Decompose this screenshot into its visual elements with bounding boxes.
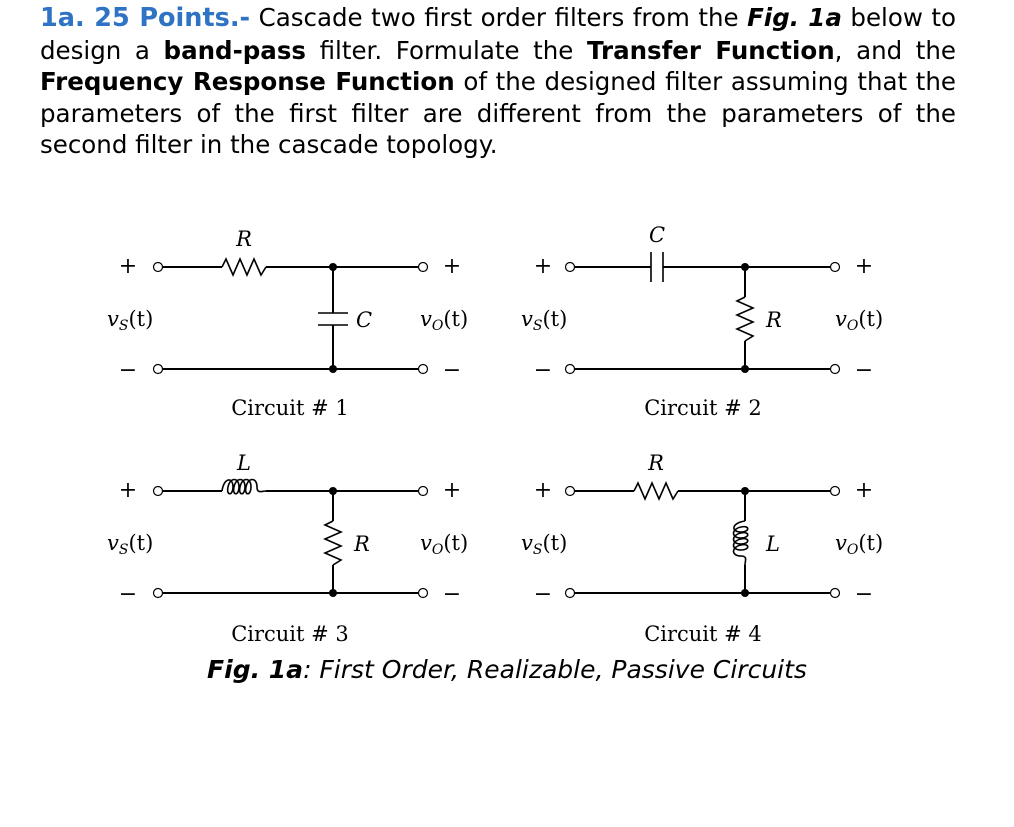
circuit-1: R C + − + − vS(t) vO(t) Circuit # 1 <box>107 227 468 420</box>
term-frequency-response: Frequency Response Function <box>40 67 455 96</box>
circuit-2: C R + − + − vS(t) vO(t) Circuit # 2 <box>521 223 883 420</box>
input-minus-terminal <box>564 587 576 599</box>
circuit-caption: Circuit # 2 <box>644 396 762 420</box>
output-plus-terminal <box>829 485 841 497</box>
output-plus-sign: + <box>855 478 873 503</box>
inductor-symbol <box>732 520 749 566</box>
output-plus-terminal <box>829 261 841 273</box>
output-plus-sign: + <box>443 254 461 279</box>
problem-text-5: of the designed filter assuming that the… <box>40 67 957 159</box>
problem-text-4: , and the <box>834 35 956 65</box>
output-minus-sign: − <box>443 582 461 607</box>
term-transfer-function: Transfer Function <box>586 35 835 65</box>
input-minus-terminal <box>564 363 576 375</box>
output-minus-sign: − <box>443 358 461 383</box>
series-label: R <box>647 451 664 475</box>
inductor-symbol <box>221 478 267 495</box>
input-plus-sign: + <box>119 254 137 279</box>
resistor-symbol <box>735 296 755 342</box>
input-minus-terminal <box>152 363 164 375</box>
circuit-caption: Circuit # 1 <box>231 396 349 420</box>
circuit-caption: Circuit # 4 <box>644 622 762 646</box>
input-voltage-label: vS(t) <box>521 531 567 558</box>
input-plus-terminal <box>564 261 576 273</box>
output-voltage-label: vO(t) <box>835 531 883 558</box>
input-plus-sign: + <box>534 254 552 279</box>
input-plus-sign: + <box>119 478 137 503</box>
series-label: L <box>236 451 251 475</box>
series-label: R <box>235 227 252 251</box>
term-band-pass: band-pass <box>163 35 306 65</box>
shunt-label: L <box>765 532 780 556</box>
circuit-3: L R + − + − vS(t) vO(t) Circuit # 3 <box>107 451 468 646</box>
resistor-symbol <box>221 257 267 277</box>
output-minus-terminal <box>829 587 841 599</box>
circuit-4: R L + − + − vS(t) vO(t) Circuit # 4 <box>521 451 883 646</box>
resistor-symbol <box>633 481 679 501</box>
output-voltage-label: vO(t) <box>835 307 883 334</box>
output-minus-terminal <box>829 363 841 375</box>
problem-text-2: below to design a <box>40 3 956 65</box>
output-plus-terminal <box>417 261 429 273</box>
input-minus-sign: − <box>119 582 137 607</box>
input-voltage-label: vS(t) <box>107 307 153 334</box>
output-plus-sign: + <box>443 478 461 503</box>
shunt-label: R <box>353 532 370 556</box>
shunt-label: R <box>765 308 782 332</box>
problem-text-3: filter. Formulate the <box>306 35 587 65</box>
problem-statement: 1a. 25 Points.- Cascade two first order … <box>40 2 956 161</box>
output-voltage-label: vO(t) <box>420 307 468 334</box>
input-plus-terminal <box>152 485 164 497</box>
output-minus-sign: − <box>855 582 873 607</box>
figure-caption: Fig. 1a: First Order, Realizable, Passiv… <box>0 655 1014 684</box>
problem-heading: 1a. 25 Points.- <box>40 3 251 33</box>
output-plus-terminal <box>417 485 429 497</box>
problem-text-1: Cascade two first order filters from the <box>250 3 748 32</box>
input-plus-terminal <box>152 261 164 273</box>
capacitor-symbol <box>318 312 348 326</box>
figure-caption-text: : First Order, Realizable, Passive Circu… <box>303 655 807 684</box>
resistor-symbol <box>323 520 343 566</box>
input-voltage-label: vS(t) <box>107 531 153 558</box>
circuit-caption: Circuit # 3 <box>231 622 349 646</box>
input-voltage-label: vS(t) <box>521 307 567 334</box>
shunt-label: C <box>356 308 372 332</box>
input-minus-sign: − <box>534 358 552 383</box>
figure-caption-ref: Fig. 1a <box>207 655 304 684</box>
output-minus-terminal <box>417 363 429 375</box>
input-plus-sign: + <box>534 478 552 503</box>
series-label: C <box>649 223 665 247</box>
input-minus-sign: − <box>534 582 552 607</box>
capacitor-symbol <box>650 252 664 282</box>
input-minus-sign: − <box>119 358 137 383</box>
output-minus-terminal <box>417 587 429 599</box>
output-voltage-label: vO(t) <box>420 531 468 558</box>
input-plus-terminal <box>564 485 576 497</box>
input-minus-terminal <box>152 587 164 599</box>
output-minus-sign: − <box>855 358 873 383</box>
output-plus-sign: + <box>855 254 873 279</box>
figure-reference: Fig. 1a <box>747 3 842 32</box>
